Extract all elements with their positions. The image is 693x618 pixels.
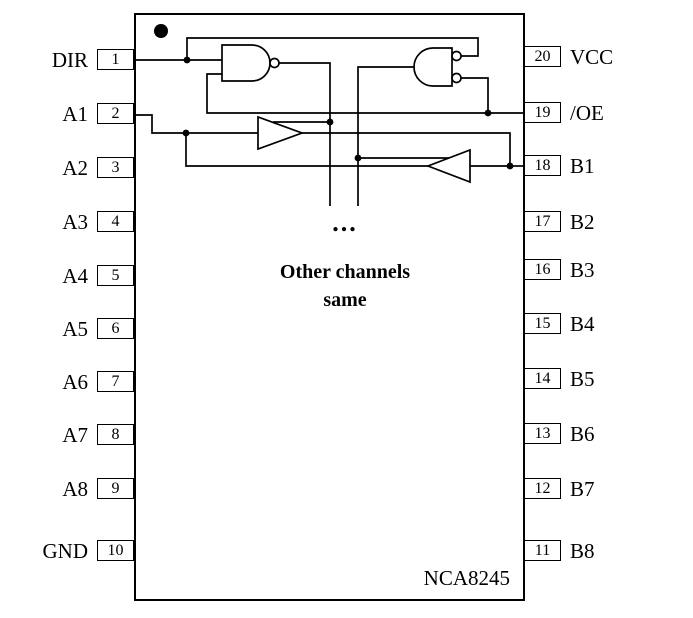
note-line-1: Other channels <box>279 261 411 283</box>
nand-gate-2-input-bubble-bottom <box>451 72 462 84</box>
nand-gate-2 <box>413 47 453 87</box>
junction-dot <box>506 162 514 170</box>
part-number: NCA8245 <box>423 566 510 590</box>
pin-label-gnd: GND <box>42 539 89 563</box>
pin-number: 3 <box>111 158 120 176</box>
pin-label-b7: B7 <box>570 477 595 501</box>
pin-label-a7: A7 <box>62 423 88 447</box>
pin-number: 6 <box>111 319 120 337</box>
pin-number: 12 <box>534 479 551 497</box>
pin-box-16: 16 <box>524 259 561 280</box>
pin-box-13: 13 <box>524 423 561 444</box>
pin-box-14: 14 <box>524 368 561 389</box>
pin-box-4: 4 <box>97 211 134 232</box>
pin-label-vcc: VCC <box>570 45 614 69</box>
junction-dot <box>354 154 362 162</box>
enable-line-1 <box>279 62 331 206</box>
pin-number: 9 <box>111 479 120 497</box>
pin-label-oe: /OE <box>570 101 604 125</box>
pin-number: 2 <box>111 104 120 122</box>
pin-label-b6: B6 <box>570 422 595 446</box>
pin-box-2: 2 <box>97 103 134 124</box>
junction-dot <box>484 109 492 117</box>
buffer-a-to-b <box>257 115 305 151</box>
pin-label-b5: B5 <box>570 367 595 391</box>
wire-oe-up-branch <box>461 77 489 113</box>
pin-label-a8: A8 <box>62 477 88 501</box>
pin-box-10: 10 <box>97 540 134 561</box>
pin-box-19: 19 <box>524 102 561 123</box>
pin-box-3: 3 <box>97 157 134 178</box>
wire-a1 <box>135 114 258 134</box>
pin-label-a5: A5 <box>62 317 88 341</box>
nand-gate-2-input-bubble-top <box>451 50 462 62</box>
pin-label-a3: A3 <box>62 210 88 234</box>
other-channels-note: Other channels same <box>240 258 450 314</box>
note-line-2: same <box>323 289 367 311</box>
pin-box-15: 15 <box>524 313 561 334</box>
nand-gate-1 <box>221 44 271 82</box>
pin-number: 7 <box>111 372 120 390</box>
pin-number: 5 <box>111 266 120 284</box>
pin-box-5: 5 <box>97 265 134 286</box>
wire-dir-branch <box>186 37 479 60</box>
pin-box-11: 11 <box>524 540 561 561</box>
pin-box-8: 8 <box>97 424 134 445</box>
pin-number: 15 <box>534 314 551 332</box>
wire-oe-left-branch <box>206 73 488 114</box>
pin-label-b3: B3 <box>570 258 595 282</box>
pin-box-6: 6 <box>97 318 134 339</box>
pin-number: 19 <box>534 103 551 121</box>
pin-number: 14 <box>534 369 551 387</box>
pin-label-dir: DIR <box>51 48 88 72</box>
pin-number: 1 <box>111 50 120 68</box>
pin-label-b8: B8 <box>570 539 595 563</box>
pin-box-18: 18 <box>524 155 561 176</box>
pin-label-a6: A6 <box>62 370 88 394</box>
wire-buffer-forward-output <box>302 132 511 166</box>
pin-number: 18 <box>534 156 551 174</box>
pin-label-a1: A1 <box>62 102 88 126</box>
pin-number: 17 <box>534 212 551 230</box>
pin-number: 4 <box>111 212 120 230</box>
pin-number: 11 <box>534 541 551 559</box>
pin-box-17: 17 <box>524 211 561 232</box>
pin-box-1: 1 <box>97 49 134 70</box>
pin-number: 10 <box>107 541 124 559</box>
junction-dot <box>326 118 334 126</box>
pin-box-20: 20 <box>524 46 561 67</box>
pin1-marker-dot <box>154 24 168 38</box>
pin-label-a2: A2 <box>62 156 88 180</box>
pin-number: 20 <box>534 47 551 65</box>
pin-label-b2: B2 <box>570 210 595 234</box>
pin-number: 8 <box>111 425 120 443</box>
pin-box-7: 7 <box>97 371 134 392</box>
pin-box-12: 12 <box>524 478 561 499</box>
nand-gate-1-output-bubble <box>269 57 280 69</box>
junction-dot <box>183 56 191 64</box>
pin-number: 13 <box>534 424 551 442</box>
pin-label-b4: B4 <box>570 312 595 336</box>
pin-box-9: 9 <box>97 478 134 499</box>
wire-buffer-reverse-output <box>185 133 428 167</box>
pin-label-a4: A4 <box>62 264 88 288</box>
pin-label-b1: B1 <box>570 154 595 178</box>
junction-dot <box>182 129 190 137</box>
pin-number: 16 <box>534 260 551 278</box>
ellipsis-other-channels: ... <box>332 208 358 237</box>
